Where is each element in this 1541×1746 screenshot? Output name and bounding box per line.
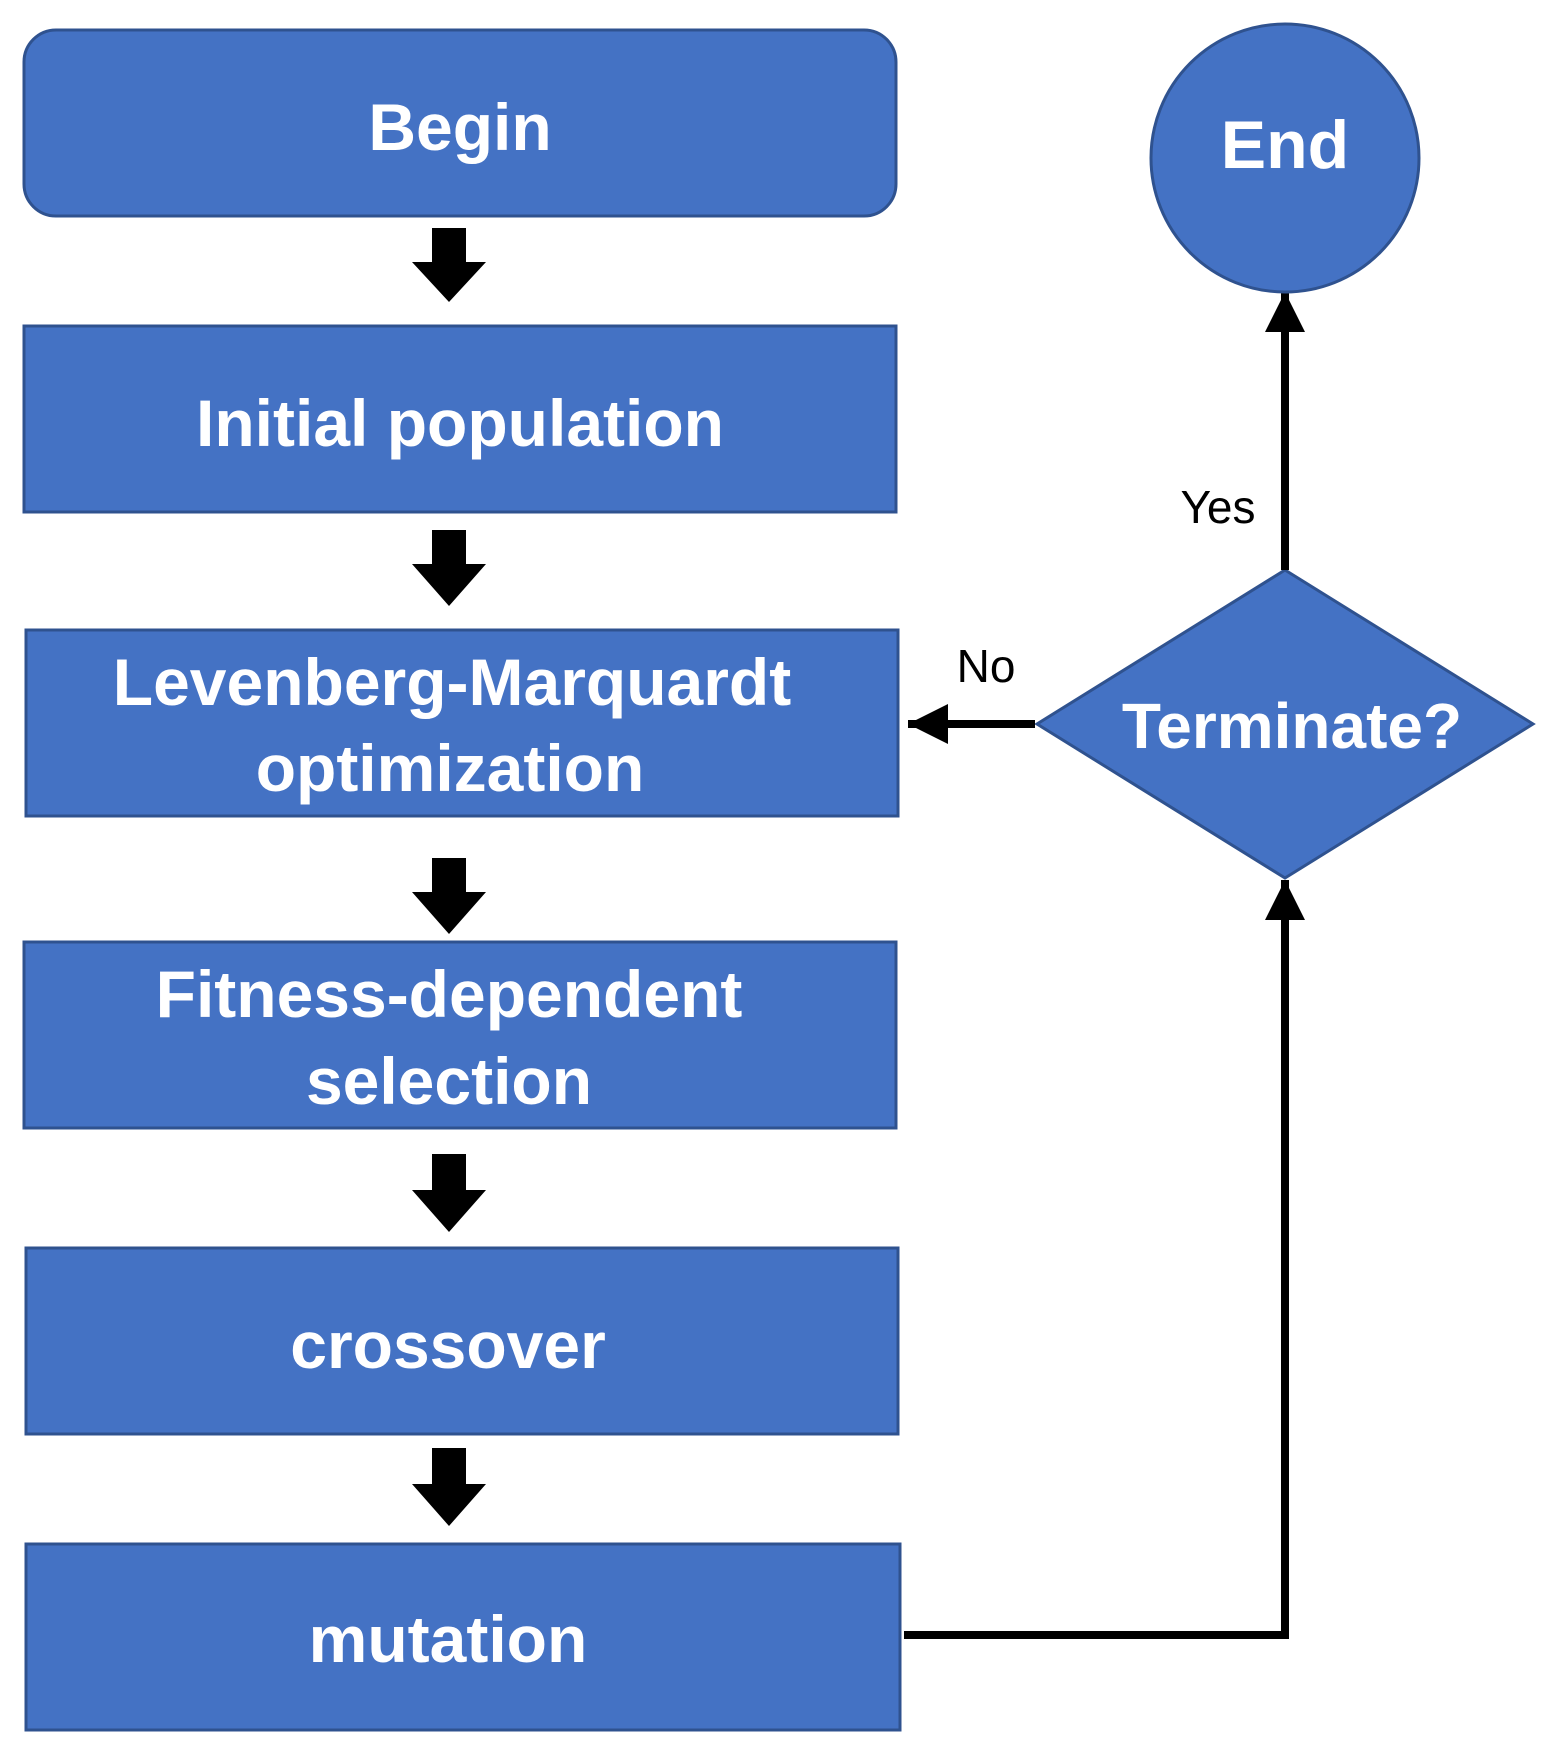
end-label: End [1221,107,1349,183]
fitness-selection-label-line1: Fitness-dependent [156,957,743,1031]
end-node: End [1149,22,1421,294]
fitness-selection-label-line2: selection [306,1044,592,1118]
lm-optimization-node: Levenberg-Marquardt optimization [24,628,900,818]
lm-optimization-label-line1: Levenberg-Marquardt [113,645,791,719]
crossover-label: crossover [290,1308,606,1382]
crossover-node: crossover [24,1246,900,1436]
begin-label: Begin [368,90,551,164]
terminate-decision-node: Terminate? [1034,568,1536,880]
fitness-selection-node: Fitness-dependent selection [22,940,898,1130]
flow-arrow-4 [412,1154,486,1232]
flow-arrow-5 [412,1448,486,1526]
mutation-node: mutation [24,1542,902,1732]
connector-mutation-to-terminate [904,880,1305,1639]
lm-optimization-label-line2: optimization [256,731,645,805]
initial-population-label: Initial population [196,386,724,460]
initial-population-node: Initial population [22,324,898,514]
begin-node: Begin [22,28,898,218]
terminate-label: Terminate? [1122,690,1462,762]
flow-arrow-2 [412,530,486,606]
flow-arrow-3 [412,858,486,934]
flow-arrow-1 [412,228,486,302]
yes-label: Yes [1180,481,1255,533]
mutation-label: mutation [309,1602,588,1676]
no-label: No [957,640,1016,692]
